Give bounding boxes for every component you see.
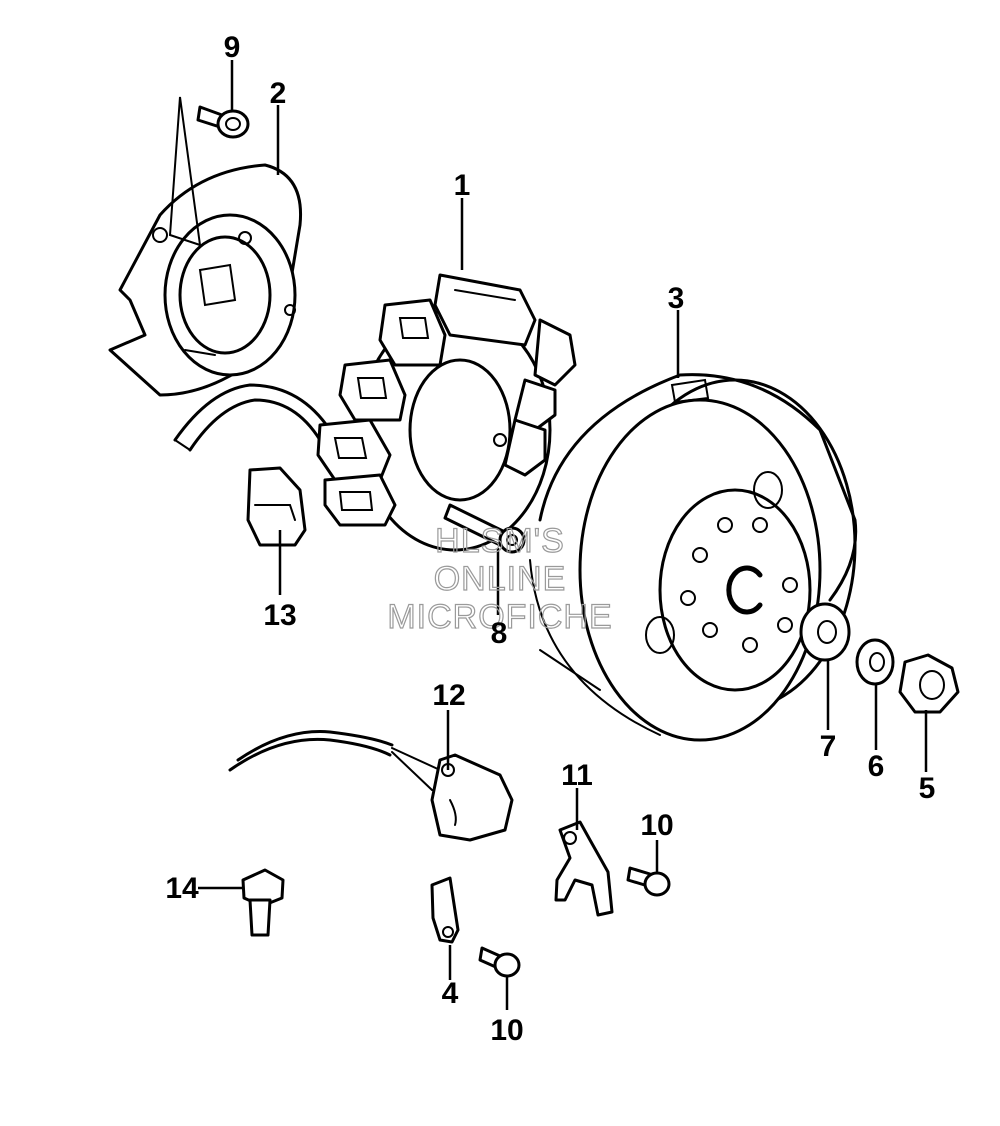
- part-7-washer[interactable]: [799, 602, 851, 662]
- part-11-bracket[interactable]: [554, 820, 614, 917]
- callout-4[interactable]: 4: [442, 977, 459, 1010]
- leader-lines: [198, 60, 928, 1010]
- callout-8[interactable]: 8: [491, 617, 508, 650]
- watermark-line-3: MICROFICHE: [387, 598, 612, 636]
- part-8-bolt[interactable]: [443, 503, 526, 554]
- part-9-screw[interactable]: [196, 105, 250, 139]
- part-3-flywheel[interactable]: [529, 373, 858, 742]
- callout-9[interactable]: 9: [224, 31, 241, 64]
- part-10-screw-lower[interactable]: [478, 946, 521, 978]
- part-6-lock-washer[interactable]: [855, 638, 895, 686]
- part-2-stator-base[interactable]: [108, 96, 303, 397]
- callout-3[interactable]: 3: [668, 282, 685, 315]
- callout-10-lower[interactable]: 10: [490, 1014, 523, 1047]
- part-5-nut[interactable]: [898, 653, 960, 714]
- part-1-stator[interactable]: [316, 273, 577, 552]
- callout-11[interactable]: 11: [561, 759, 593, 792]
- part-14-bolt[interactable]: [241, 868, 285, 937]
- callout-5[interactable]: 5: [919, 772, 936, 805]
- callout-6[interactable]: 6: [868, 750, 885, 783]
- part-10-screw-upper[interactable]: [626, 866, 671, 897]
- callout-12[interactable]: 12: [432, 679, 465, 712]
- callout-7[interactable]: 7: [820, 730, 837, 763]
- callout-10-upper[interactable]: 10: [640, 809, 673, 842]
- callouts: 1 2 3 4 5 6 7 8 9 10 10 11 12 13 14: [165, 31, 935, 1047]
- callout-1[interactable]: 1: [454, 169, 471, 202]
- callout-13[interactable]: 13: [263, 599, 296, 632]
- watermark-line-2: ONLINE: [434, 560, 567, 598]
- watermark: HLSM'S ONLINE MICROFICHE: [387, 521, 613, 636]
- part-4-plate[interactable]: [430, 876, 460, 944]
- watermark-line-1: HLSM'S: [435, 522, 565, 560]
- part-12-pulse-generator[interactable]: [228, 730, 514, 842]
- stator-wire: [173, 383, 332, 452]
- part-13-grommet[interactable]: [246, 466, 307, 547]
- callout-2[interactable]: 2: [270, 77, 287, 110]
- callout-14[interactable]: 14: [165, 872, 199, 905]
